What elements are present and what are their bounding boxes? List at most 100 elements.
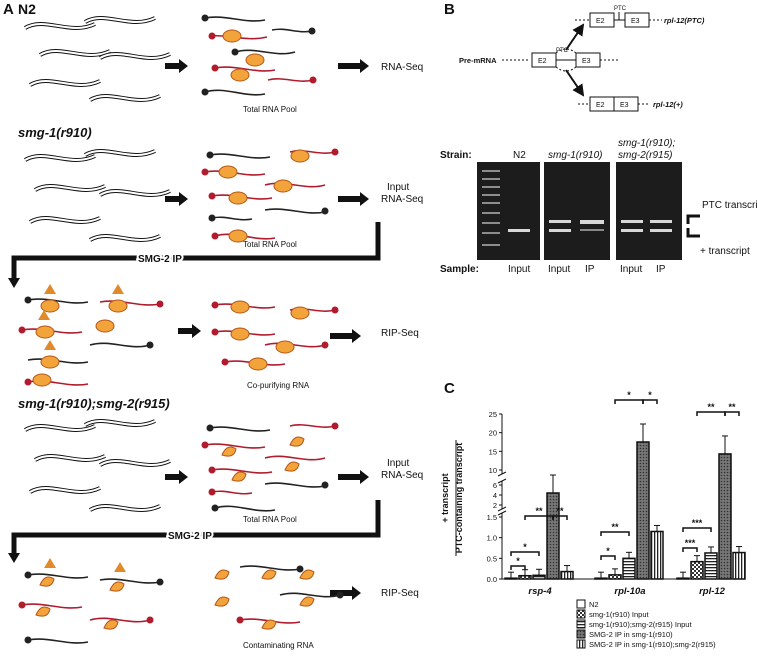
n2-title: N2 (18, 1, 36, 17)
pre-ptc: PTC (556, 48, 569, 54)
bar-rpl-10a-4 (650, 530, 664, 580)
legend-swatch-0 (576, 599, 586, 609)
sig-bracket (642, 399, 658, 404)
y-tick-label: 1.5 (487, 513, 497, 522)
isoform-ptc: rpl-12(PTC) (664, 16, 705, 25)
sig-label: *** (685, 538, 696, 548)
sig-label: *** (692, 518, 703, 528)
sig-label: * (523, 542, 527, 552)
legend-swatch-2 (576, 619, 586, 629)
sig-bracket (600, 555, 616, 560)
strain-n2: N2 (513, 150, 526, 161)
ip-connectors (11, 222, 381, 555)
strain-label: Strain: (440, 150, 472, 161)
input-rnaseq-1-l1: Input (387, 182, 409, 193)
bar-rpl-10a-0 (594, 577, 608, 580)
plus-transcript-label: + transcript (700, 246, 750, 257)
sample-4: Input (620, 264, 642, 275)
rna-pool-double: Total RNA Pool (201, 422, 339, 524)
bar-rpl-12-2 (704, 552, 718, 580)
panel-b-label: B (444, 1, 455, 18)
gel-bands (508, 220, 672, 232)
input-rnaseq-2-l2: RNA-Seq (381, 470, 423, 481)
contaminating-rna: Contaminating RNA (214, 565, 344, 650)
plus-exon2: E2 (596, 102, 605, 109)
sig-bracket (724, 411, 740, 416)
bar-rpl-12-3 (718, 453, 732, 580)
legend-swatch-4 (576, 639, 586, 649)
sig-label: * (627, 390, 631, 400)
pre-exon3: E3 (582, 58, 591, 65)
y-axis-label-1: PTC-containing transcript (454, 443, 464, 554)
panel-a: A N2 smg-1(r910) smg-1(r910);smg-2(r915) (3, 1, 423, 650)
ptc-exon2: E2 (596, 18, 605, 25)
splicing-diagram: Pre-mRNA E2 E3 PTC E2 E3 PTC rpl-12(PTC)… (459, 6, 705, 112)
legend-swatch-3 (576, 629, 586, 639)
sig-bracket (696, 411, 726, 416)
y-tick-label: 1.0 (487, 534, 497, 543)
rnaseq-label: RNA-Seq (381, 62, 423, 73)
ripseq-label-2: RIP-Seq (381, 588, 419, 599)
sig-bracket (682, 547, 698, 552)
y-tick-label: 25 (489, 410, 497, 419)
pool-caption-2: Total RNA Pool (243, 240, 297, 249)
ip-complexes-smg1 (18, 284, 164, 387)
ladder-bands (482, 170, 500, 246)
y-tick-label: 6 (493, 481, 497, 490)
sample-label: Sample: (440, 264, 479, 275)
worm-cluster-double (23, 419, 172, 512)
sig-bracket (614, 399, 644, 404)
sig-bracket (600, 531, 630, 536)
y-tick-label: 2 (493, 501, 497, 510)
contaminating-caption: Contaminating RNA (243, 641, 314, 650)
y-tick-label: 15 (489, 447, 497, 456)
y-tick-label: 4 (493, 491, 497, 500)
x-tick-label-rpl-10a: rpl-10a (614, 586, 645, 597)
ptc-mark: PTC (614, 6, 627, 12)
double-mutant-title: smg-1(r910);smg-2(r915) (18, 396, 170, 411)
y-axis-label-2: + transcript (440, 473, 450, 522)
x-tick-label-rpl-12: rpl-12 (699, 586, 726, 597)
flow-arrows (165, 59, 369, 600)
strain-double-l1: smg-1(r910); (618, 138, 675, 149)
bar-rsp-4-2 (532, 574, 546, 580)
rna-pool-n2: Total RNA Pool (201, 14, 317, 114)
smg2-ip-label-2: SMG-2 IP (168, 531, 212, 542)
strain-smg1: smg-1(r910) (548, 150, 602, 161)
sig-label: * (516, 556, 520, 566)
input-rnaseq-1-l2: RNA-Seq (381, 194, 423, 205)
legend-label-3: SMG-2 IP in smg-1(r910) (589, 630, 673, 639)
sig-label: * (606, 546, 610, 556)
strain-double-l2: smg-2(r915) (618, 150, 672, 161)
bar-rpl-12-1 (690, 560, 704, 580)
bar-rpl-10a-2 (622, 557, 636, 580)
legend-label-4: SMG-2 IP in smg-1(r910);smg-2(r915) (589, 640, 716, 649)
sig-bracket (510, 551, 540, 556)
sig-bracket (552, 515, 568, 520)
y-tick-label: 0.5 (487, 554, 497, 563)
bar-rpl-10a-3 (636, 441, 650, 580)
gel-double (616, 162, 682, 260)
panel-c: C PTC-containing transcript + transcript… (440, 380, 746, 649)
x-tick-label-rsp-4: rsp-4 (528, 586, 552, 597)
bar-rpl-10a-1 (608, 574, 622, 580)
y-tick-label: 0.0 (487, 575, 497, 584)
sig-label: ** (535, 506, 543, 516)
sig-label: ** (611, 522, 619, 532)
bar-rpl-12-0 (676, 577, 690, 580)
isoform-plus: rpl-12(+) (653, 100, 683, 109)
bar-rsp-4-4 (560, 570, 574, 580)
panel-a-label: A (3, 1, 14, 18)
ptc-exon3: E3 (631, 18, 640, 25)
sample-5: IP (656, 264, 666, 275)
rna-pool-smg1: Total RNA Pool (201, 148, 339, 249)
copurifying-caption: Co-purifying RNA (247, 381, 310, 390)
worm-cluster-n2 (23, 16, 172, 102)
ptc-transcript-label: PTC transcript (702, 200, 757, 211)
sig-label: ** (556, 506, 564, 516)
legend-label-1: smg-1(r910) Input (589, 610, 650, 619)
sig-label: ** (728, 402, 736, 412)
